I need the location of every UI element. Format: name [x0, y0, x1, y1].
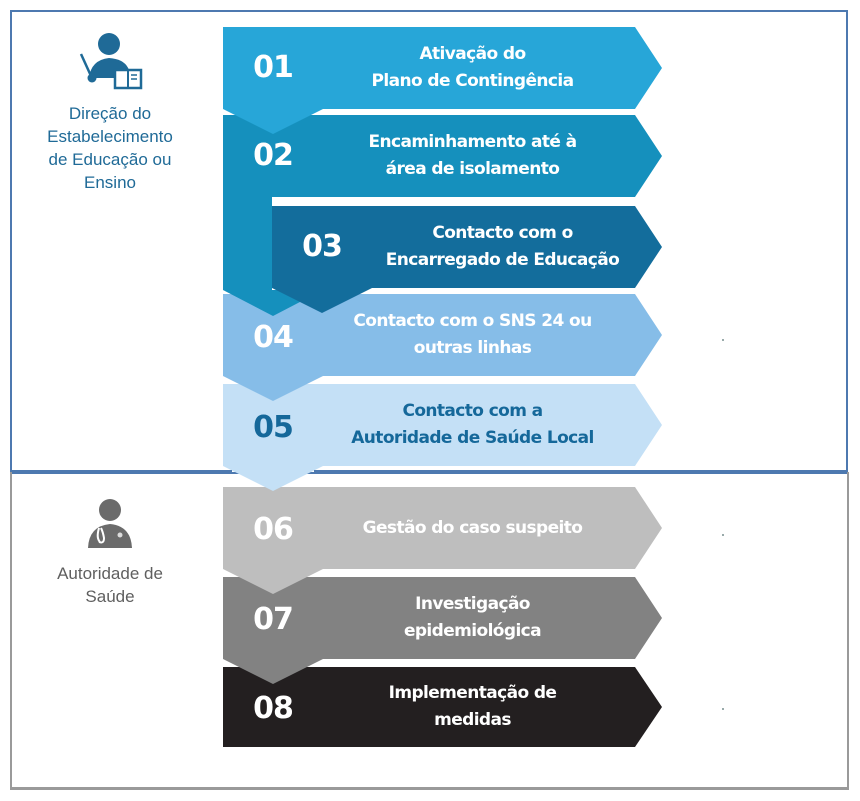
step-02-arrow — [223, 115, 662, 316]
teacher-with-book-icon — [22, 30, 198, 96]
step-08-arrow — [223, 667, 662, 747]
step-05-arrow — [223, 384, 662, 491]
doctor-with-stethoscope-icon — [22, 498, 198, 556]
step-06-arrow — [223, 487, 662, 594]
step-07-arrow — [223, 577, 662, 684]
step-03-number: 03 — [302, 229, 343, 264]
step-04-number: 04 — [253, 320, 294, 355]
step-03-arrow — [272, 206, 662, 313]
step-06-number: 06 — [253, 512, 294, 547]
stray-dot — [722, 708, 724, 710]
direction-section-frame — [10, 10, 848, 474]
step-01-number: 01 — [253, 50, 294, 85]
actor-health-authority-label: Autoridade de Saúde — [57, 564, 163, 606]
stray-dot — [722, 534, 724, 536]
actor-school-direction-label: Direção do Estabelecimento de Educação o… — [47, 104, 173, 192]
step-04-arrow — [223, 294, 662, 401]
health-authority-section-frame — [10, 472, 849, 790]
step-08-number: 08 — [253, 691, 294, 726]
step-02-number: 02 — [253, 138, 294, 173]
step-04-text: Contacto com o SNS 24 ou outras linhas — [353, 311, 592, 358]
step-01-arrow — [223, 27, 662, 134]
step-05-number: 05 — [253, 410, 294, 445]
actor-school-direction: Direção do Estabelecimento de Educação o… — [22, 30, 198, 194]
step-01-text: Ativação do Plano de Contingência — [371, 44, 575, 91]
stray-dot — [722, 339, 724, 341]
step-07-text: Investigação epidemiológica — [403, 594, 542, 641]
step-03-text: Contacto com o Encarregado de Educação — [385, 223, 620, 270]
step-02-text: Encaminhamento até à área de isolamento — [368, 132, 577, 179]
step-05-text: Contacto com a Autoridade de Saúde Local — [351, 401, 594, 448]
step-08-text: Implementação de medidas — [388, 683, 557, 730]
step-07-number: 07 — [253, 602, 294, 637]
actor-health-authority: Autoridade de Saúde — [22, 498, 198, 608]
step-06-text: Gestão do caso suspeito — [362, 517, 583, 538]
